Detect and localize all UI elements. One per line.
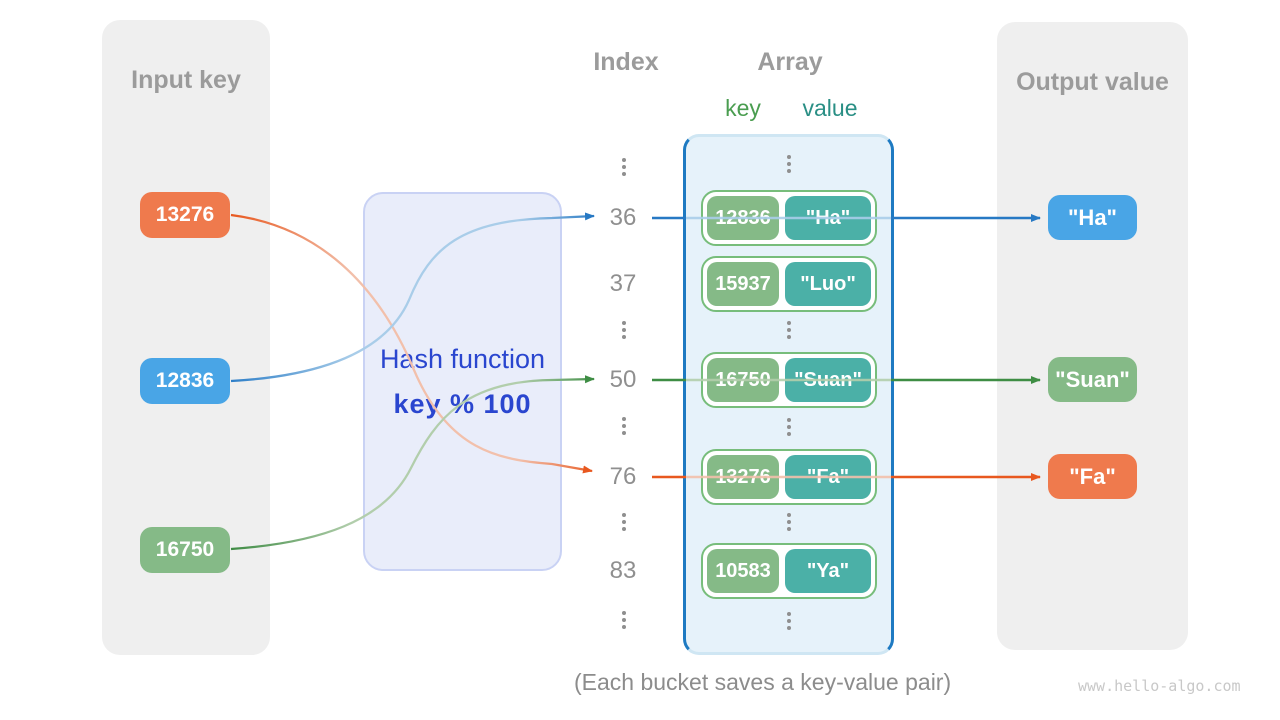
vertical-ellipsis xyxy=(621,611,626,629)
bucket-value: "Fa" xyxy=(785,455,871,499)
output-panel-title: Output value xyxy=(1016,68,1169,96)
bucket-value: "Suan" xyxy=(785,358,871,402)
input-key-16750: 16750 xyxy=(140,527,230,573)
hash-function-formula: key % 100 xyxy=(393,388,532,419)
bucket-row-50: 16750 "Suan" xyxy=(701,352,877,408)
array-column-title: Array xyxy=(757,48,823,76)
bucket-row-37: 15937 "Luo" xyxy=(701,256,877,312)
watermark: www.hello-algo.com xyxy=(1078,677,1241,695)
bucket-value: "Ha" xyxy=(785,196,871,240)
array-key-header: key xyxy=(725,95,761,121)
vertical-ellipsis xyxy=(621,158,626,176)
vertical-ellipsis xyxy=(786,513,791,531)
bucket-key: 10583 xyxy=(707,549,779,593)
bucket-key: 13276 xyxy=(707,455,779,499)
vertical-ellipsis xyxy=(786,321,791,339)
output-value-panel: Output value xyxy=(997,22,1188,650)
output-value-suan: "Suan" xyxy=(1048,357,1137,402)
array-value-header: value xyxy=(802,95,858,121)
index-37: 37 xyxy=(609,270,637,297)
input-panel-title: Input key xyxy=(131,66,241,94)
output-value-fa: "Fa" xyxy=(1048,454,1137,499)
bucket-value: "Ya" xyxy=(785,549,871,593)
index-column-title: Index xyxy=(593,48,659,76)
hash-function-title: Hash function xyxy=(379,343,546,374)
index-76: 76 xyxy=(609,463,637,490)
vertical-ellipsis xyxy=(621,417,626,435)
input-key-12836: 12836 xyxy=(140,358,230,404)
input-key-13276: 13276 xyxy=(140,192,230,238)
index-50: 50 xyxy=(609,366,637,393)
vertical-ellipsis xyxy=(621,513,626,531)
vertical-ellipsis xyxy=(621,321,626,339)
diagram-caption: (Each bucket saves a key-value pair) xyxy=(574,669,952,695)
bucket-key: 15937 xyxy=(707,262,779,306)
bucket-row-36: 12836 "Ha" xyxy=(701,190,877,246)
index-83: 83 xyxy=(609,557,637,584)
index-36: 36 xyxy=(609,204,637,231)
hash-function-box: Hash function key % 100 xyxy=(363,192,562,571)
bucket-key: 12836 xyxy=(707,196,779,240)
bucket-value: "Luo" xyxy=(785,262,871,306)
vertical-ellipsis xyxy=(786,612,791,630)
bucket-row-76: 13276 "Fa" xyxy=(701,449,877,505)
vertical-ellipsis xyxy=(786,418,791,436)
bucket-key: 16750 xyxy=(707,358,779,402)
vertical-ellipsis xyxy=(786,155,791,173)
output-value-ha: "Ha" xyxy=(1048,195,1137,240)
bucket-row-83: 10583 "Ya" xyxy=(701,543,877,599)
